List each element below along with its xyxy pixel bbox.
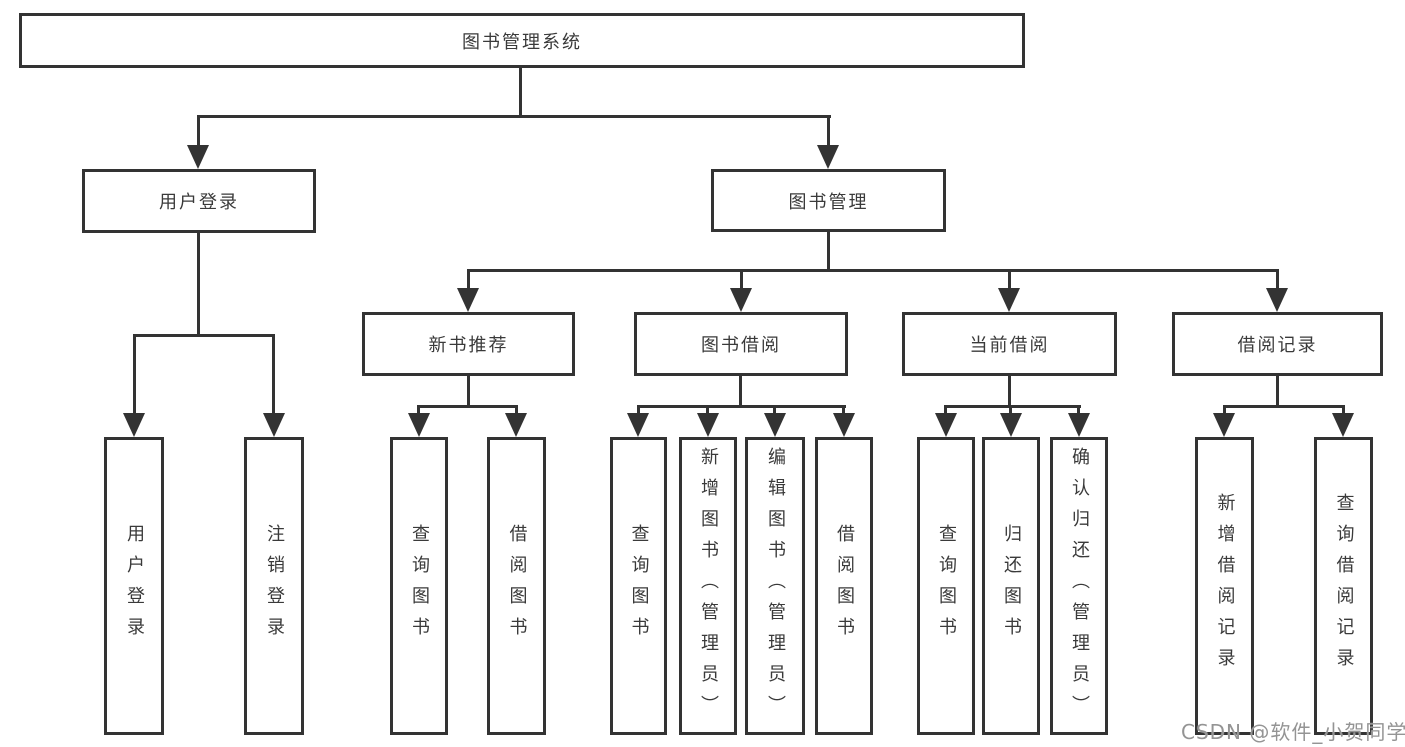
- arrow-down-icon: [817, 145, 839, 169]
- connector-to-leaf: [133, 334, 136, 414]
- arrow-down-icon: [408, 413, 430, 437]
- leaf-label: 新增借阅记录: [1214, 493, 1236, 679]
- connector-book-management-stem: [827, 232, 830, 271]
- leaf-label: 借阅图书: [506, 524, 528, 648]
- leaf-add-book-admin: 新增图书（管理员）: [679, 437, 737, 735]
- connector-to-leaf: [773, 405, 776, 414]
- connector-to-leaf: [417, 405, 420, 414]
- connector-to-leaf: [272, 334, 275, 414]
- connector-root-stem: [519, 68, 522, 117]
- leaf-add-borrow-record: 新增借阅记录: [1195, 437, 1254, 735]
- connector-to-section: [740, 269, 743, 290]
- leaf-query-books-current: 查询图书: [917, 437, 975, 735]
- arrow-down-icon: [187, 145, 209, 169]
- leaf-label: 查询图书: [936, 524, 957, 648]
- connector-to-user-login: [197, 115, 200, 147]
- connector-section-stem: [739, 376, 742, 407]
- arrow-down-icon: [263, 413, 285, 437]
- leaf-label: 确认归还（管理员）: [1069, 446, 1090, 726]
- leaf-label: 查询图书: [628, 524, 650, 648]
- connector-to-book-management: [827, 115, 830, 147]
- connector-to-leaf: [1009, 405, 1012, 414]
- leaf-label: 查询图书: [409, 524, 430, 648]
- connector-to-leaf: [706, 405, 709, 414]
- node-label: 图书管理: [788, 191, 869, 213]
- leaf-confirm-return-admin: 确认归还（管理员）: [1050, 437, 1108, 735]
- arrow-down-icon: [505, 413, 527, 437]
- connector-level2-rail: [467, 269, 1279, 272]
- leaf-label: 编辑图书（管理员）: [765, 446, 786, 726]
- arrow-down-icon: [764, 413, 786, 437]
- connector-to-leaf: [1342, 405, 1345, 414]
- leaf-label: 注销登录: [264, 524, 285, 648]
- node-new-book-recommend: 新书推荐: [362, 312, 575, 376]
- connector-to-section: [1276, 269, 1279, 290]
- connector-section-stem: [1008, 376, 1011, 407]
- connector-section-rail: [417, 405, 518, 408]
- connector-to-leaf: [1077, 405, 1080, 414]
- leaf-label: 借阅图书: [834, 524, 855, 648]
- csdn-watermark: CSDN @软件_小贺同学: [1181, 720, 1405, 744]
- connector-to-leaf: [637, 405, 640, 414]
- node-label: 图书管理系统: [462, 31, 582, 53]
- node-user-login: 用户登录: [82, 169, 316, 233]
- node-label: 当前借阅: [969, 335, 1050, 356]
- arrow-down-icon: [1000, 413, 1022, 437]
- arrow-down-icon: [1332, 413, 1354, 437]
- connector-to-leaf: [1223, 405, 1226, 414]
- arrow-down-icon: [1068, 413, 1090, 437]
- connector-level1-rail: [197, 115, 831, 118]
- node-book-management: 图书管理: [711, 169, 946, 232]
- arrow-down-icon: [833, 413, 855, 437]
- arrow-down-icon: [1213, 413, 1235, 437]
- connector-section-stem: [1276, 376, 1279, 407]
- leaf-borrow-books: 借阅图书: [815, 437, 873, 735]
- leaf-logout: 注销登录: [244, 437, 304, 735]
- leaf-user-login: 用户登录: [104, 437, 164, 735]
- leaf-edit-book-admin: 编辑图书（管理员）: [745, 437, 805, 735]
- leaf-label: 用户登录: [124, 524, 145, 648]
- connector-section-rail: [944, 405, 1081, 408]
- connector-to-section: [467, 269, 470, 290]
- node-label: 新书推荐: [428, 335, 509, 356]
- connector-to-leaf: [515, 405, 518, 414]
- arrow-down-icon: [123, 413, 145, 437]
- leaf-label: 归还图书: [1001, 524, 1022, 648]
- arrow-down-icon: [627, 413, 649, 437]
- arrow-down-icon: [730, 288, 752, 312]
- connector-to-leaf: [842, 405, 845, 414]
- arrow-down-icon: [998, 288, 1020, 312]
- node-current-borrow: 当前借阅: [902, 312, 1117, 376]
- node-label: 借阅记录: [1237, 335, 1318, 356]
- node-book-borrow: 图书借阅: [634, 312, 848, 376]
- arrow-down-icon: [697, 413, 719, 437]
- leaf-label: 新增图书（管理员）: [698, 446, 719, 726]
- arrow-down-icon: [935, 413, 957, 437]
- node-borrow-records: 借阅记录: [1172, 312, 1383, 376]
- leaf-label: 查询借阅记录: [1333, 493, 1355, 679]
- arrow-down-icon: [1266, 288, 1288, 312]
- leaf-query-books-recommend: 查询图书: [390, 437, 448, 735]
- connector-section-stem: [467, 376, 470, 407]
- arrow-down-icon: [457, 288, 479, 312]
- node-label: 用户登录: [159, 192, 239, 213]
- node-label: 图书借阅: [701, 335, 781, 356]
- leaf-return-books: 归还图书: [982, 437, 1040, 735]
- connector-to-leaf: [944, 405, 947, 414]
- leaf-query-borrow-record: 查询借阅记录: [1314, 437, 1373, 735]
- connector-to-section: [1008, 269, 1011, 290]
- connector-section-rail: [637, 405, 846, 408]
- connector-user-login-stem: [197, 233, 200, 336]
- leaf-query-books-borrow: 查询图书: [610, 437, 667, 735]
- connector-section-rail: [1223, 405, 1345, 408]
- leaf-borrow-books-recommend: 借阅图书: [487, 437, 546, 735]
- connector-user-login-rail: [133, 334, 274, 337]
- node-library-management-system: 图书管理系统: [19, 13, 1025, 68]
